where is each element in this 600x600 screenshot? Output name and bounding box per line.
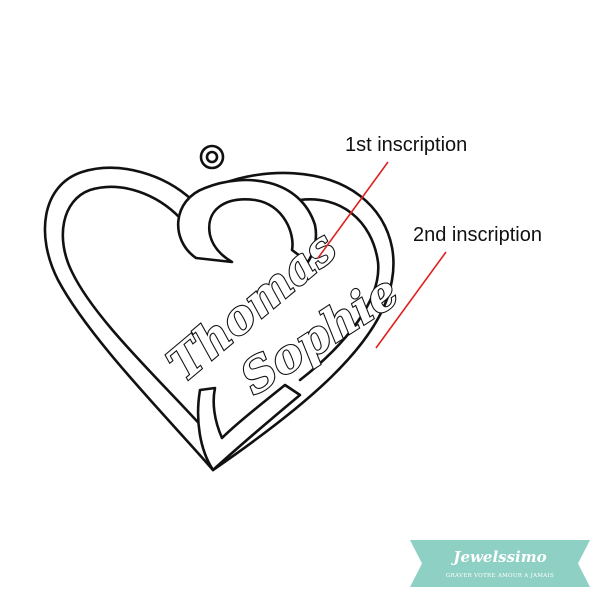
brand-name: Jewelssimo: [450, 548, 546, 566]
callout-line-1: [317, 161, 389, 259]
bail-ring: [199, 144, 225, 170]
callout-label-2: 2nd inscription: [413, 224, 542, 246]
brand-logo: Jewelssimo GRAVER VOTRE AMOUR A JAMAIS: [410, 540, 590, 587]
heart-inner-outline-right: [298, 198, 380, 382]
brand-ribbon: [410, 540, 590, 587]
brand-tagline: GRAVER VOTRE AMOUR A JAMAIS: [446, 573, 554, 579]
bail-ring-inner: [205, 150, 219, 164]
callout-label-1: 1st inscription: [345, 134, 467, 156]
heart-swirl: [176, 178, 318, 264]
callout-line-2: [375, 251, 447, 349]
heart-lower-band: [196, 383, 302, 472]
heart-inner-outline: [61, 185, 207, 432]
